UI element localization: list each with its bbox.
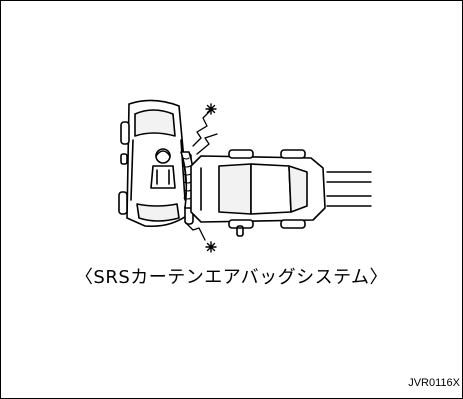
impact-star-icon bbox=[205, 103, 217, 253]
occupant-icon bbox=[150, 148, 176, 189]
struck-vehicle bbox=[118, 99, 194, 228]
figure-caption: 〈SRSカーテンエアバッグシステム〉 bbox=[74, 267, 389, 288]
side-collision-illustration bbox=[118, 99, 372, 253]
figure-code: JVR0116X bbox=[408, 377, 460, 389]
impact-burst bbox=[184, 109, 218, 241]
motion-lines bbox=[326, 171, 372, 207]
striking-vehicle bbox=[190, 149, 326, 237]
